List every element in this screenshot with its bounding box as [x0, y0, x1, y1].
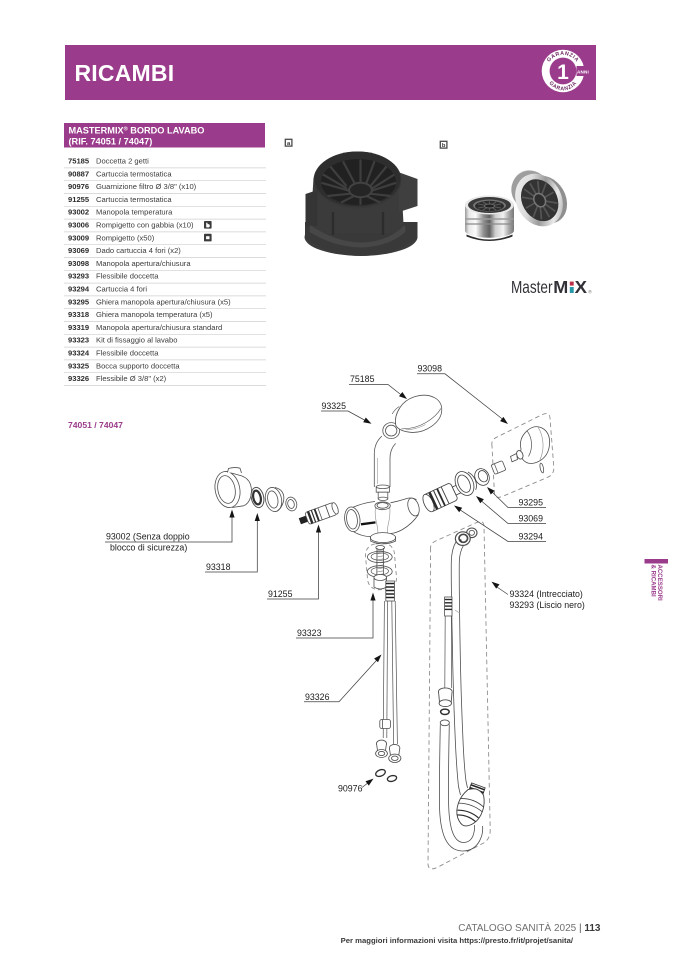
svg-text:93006: 93006: [68, 221, 89, 230]
svg-text:Cartuccia 4 fori: Cartuccia 4 fori: [96, 285, 147, 294]
svg-text:Flessibile doccetta: Flessibile doccetta: [96, 349, 159, 358]
svg-text:93325: 93325: [68, 361, 90, 370]
svg-text:93098: 93098: [68, 259, 89, 268]
svg-text:CATALOGO SANITÀ 2025 | 113: CATALOGO SANITÀ 2025 | 113: [458, 921, 601, 934]
svg-text:1: 1: [557, 61, 569, 84]
svg-text:b: b: [442, 143, 446, 149]
svg-text:93323: 93323: [68, 336, 89, 345]
svg-text:Manopola apertura/chiusura sta: Manopola apertura/chiusura standard: [96, 323, 222, 332]
svg-text:Guarnizione filtro Ø 3/8" (x10: Guarnizione filtro Ø 3/8" (x10): [96, 182, 197, 191]
svg-text:93326: 93326: [305, 692, 330, 702]
svg-text:Manopola apertura/chiusura: Manopola apertura/chiusura: [96, 259, 191, 268]
svg-text:93002 (Senza doppio: 93002 (Senza doppio: [106, 532, 190, 542]
svg-text:90976: 90976: [338, 783, 363, 793]
svg-text:90887: 90887: [68, 169, 89, 178]
svg-text:93323: 93323: [297, 628, 322, 638]
svg-text:93002: 93002: [68, 208, 89, 217]
svg-text:93295: 93295: [519, 497, 544, 507]
svg-text:M: M: [553, 277, 568, 297]
svg-text:90976: 90976: [68, 182, 89, 191]
svg-text:ANNI: ANNI: [577, 70, 589, 75]
svg-text:Flessibile Ø 3/8" (x2): Flessibile Ø 3/8" (x2): [96, 374, 167, 383]
svg-text:93319: 93319: [68, 323, 89, 332]
svg-text:93325: 93325: [322, 401, 347, 411]
svg-text:& RICAMBI: & RICAMBI: [650, 565, 657, 597]
svg-text:X: X: [575, 277, 588, 297]
svg-text:93293 (Liscio nero): 93293 (Liscio nero): [510, 600, 585, 610]
svg-text:93318: 93318: [206, 562, 231, 572]
svg-text:Per maggiori informazioni visi: Per maggiori informazioni visita https:/…: [341, 936, 574, 945]
svg-text:Rompigetto con gabbia (x10): Rompigetto con gabbia (x10): [96, 221, 194, 230]
svg-text:93295: 93295: [68, 297, 90, 306]
svg-text:93294: 93294: [519, 531, 544, 541]
svg-text:Manopola temperatura: Manopola temperatura: [96, 208, 173, 217]
svg-text:93326: 93326: [68, 374, 89, 383]
svg-text:Ghiera manopola apertura/chius: Ghiera manopola apertura/chiusura (x5): [96, 297, 231, 306]
svg-text:blocco di sicurezza): blocco di sicurezza): [110, 543, 187, 553]
svg-text:93324 (Intrecciato): 93324 (Intrecciato): [510, 589, 583, 599]
svg-text:RICAMBI: RICAMBI: [75, 60, 175, 86]
svg-text:Cartuccia termostatica: Cartuccia termostatica: [96, 169, 172, 178]
svg-text:93069: 93069: [68, 246, 89, 255]
svg-text:93009: 93009: [68, 233, 89, 242]
svg-text:Bocca supporto doccetta: Bocca supporto doccetta: [96, 361, 180, 370]
svg-text:MASTERMIX® BORDO LAVABO: MASTERMIX® BORDO LAVABO: [69, 126, 205, 136]
svg-text:Rompigetto (x50): Rompigetto (x50): [96, 233, 155, 242]
svg-text:93324: 93324: [68, 349, 90, 358]
svg-text:75185: 75185: [68, 157, 90, 166]
svg-text:93293: 93293: [68, 272, 89, 281]
svg-text:Flessibile doccetta: Flessibile doccetta: [96, 272, 159, 281]
svg-text:93069: 93069: [519, 513, 544, 523]
svg-text:Master: Master: [511, 277, 553, 297]
svg-text:75185: 75185: [350, 374, 375, 384]
svg-text:93318: 93318: [68, 310, 89, 319]
svg-text:91255: 91255: [68, 195, 90, 204]
svg-text:(RIF. 74051 / 74047): (RIF. 74051 / 74047): [69, 137, 153, 147]
svg-text:74051 / 74047: 74051 / 74047: [68, 420, 123, 430]
svg-text:91255: 91255: [268, 589, 293, 599]
svg-text:Dado cartuccia 4 fori (x2): Dado cartuccia 4 fori (x2): [96, 246, 181, 255]
svg-text:93098: 93098: [418, 364, 443, 374]
svg-text:®: ®: [588, 289, 592, 296]
svg-text:93294: 93294: [68, 285, 90, 294]
svg-text:Doccetta 2 getti: Doccetta 2 getti: [96, 157, 149, 166]
svg-text:Cartuccia termostatica: Cartuccia termostatica: [96, 195, 172, 204]
svg-text:ACCESSORI: ACCESSORI: [656, 565, 663, 602]
svg-text:Kit di fissaggio al lavabo: Kit di fissaggio al lavabo: [96, 336, 177, 345]
svg-text:Ghiera manopola temperatura (x: Ghiera manopola temperatura (x5): [96, 310, 213, 319]
svg-text:a: a: [287, 141, 291, 147]
